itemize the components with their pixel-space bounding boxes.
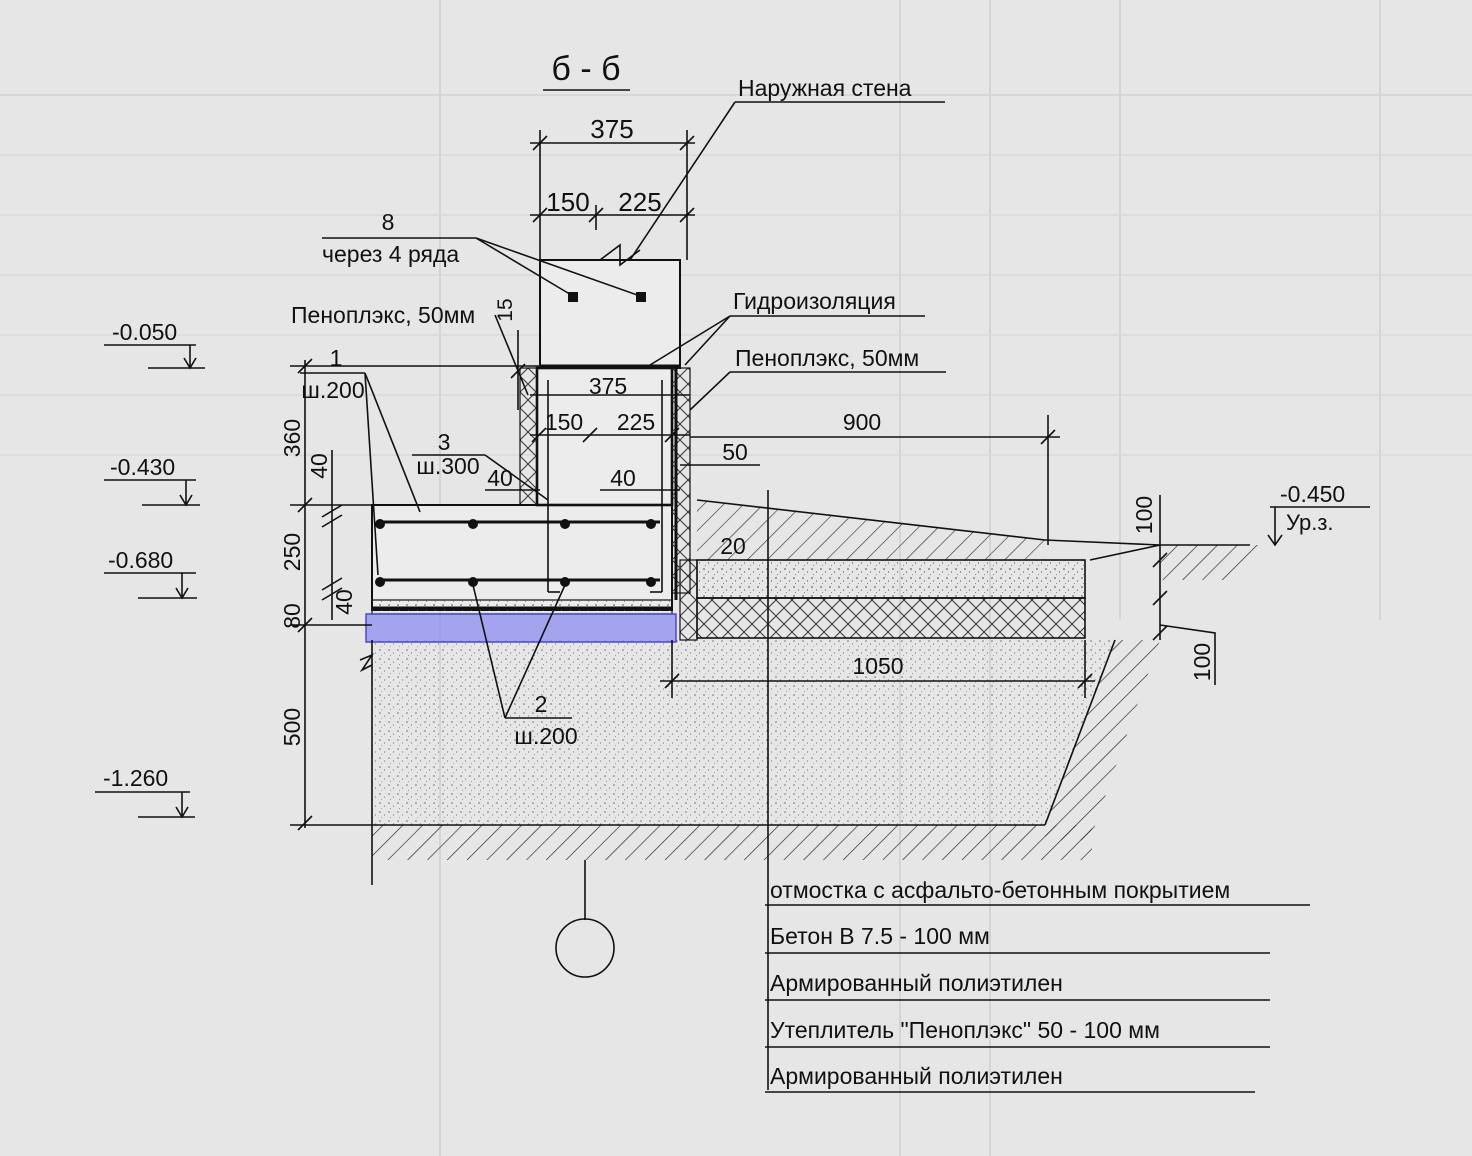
dim-v-250: 250 <box>279 533 305 571</box>
dim-v-80: 80 <box>279 603 305 629</box>
foundation <box>359 243 769 1090</box>
dim-base-part-a: 150 <box>545 409 583 435</box>
elevation-marks: -0.050 -0.430 -0.680 -1.260 -0. <box>95 319 1370 819</box>
dim-wall-part-b: 225 <box>618 187 661 217</box>
section-title-group: б - б <box>543 50 630 91</box>
right-labels: Гидроизоляция Пеноплэкс, 50мм <box>649 288 946 411</box>
legend-item-3: Армированный полиэтилен <box>770 970 1063 996</box>
elevation-mark-1: -0.050 <box>104 319 205 370</box>
label-bar3-step: ш.300 <box>416 453 479 479</box>
label-bar2-num: 2 <box>535 691 548 717</box>
elevation-mark-3: -0.680 <box>104 547 197 600</box>
dim-v-360: 360 <box>279 419 305 457</box>
dim-wall-part-a: 150 <box>546 187 589 217</box>
dim-v-40-bottom: 40 <box>331 589 357 615</box>
dim-slab-100-bottom: 100 <box>1189 643 1215 681</box>
elevation-ground: -0.450 <box>1280 481 1345 507</box>
dim-v-500: 500 <box>279 708 305 746</box>
label-bar3-num: 3 <box>438 429 451 455</box>
label-every-4-rows: через 4 ряда <box>322 241 459 267</box>
elevation-mark-2: -0.430 <box>104 454 200 507</box>
dim-gap-50: 50 <box>722 439 748 465</box>
axis-marker-circle <box>555 918 615 978</box>
layer-legend: отмостка с асфальто-бетонным покрытием Б… <box>765 877 1310 1093</box>
legend-item-2: Бетон В 7.5 - 100 мм <box>770 923 990 949</box>
label-waterproofing: Гидроизоляция <box>733 288 896 314</box>
dim-cover-left: 40 <box>487 465 513 491</box>
label-rebar-8: 8 <box>382 209 395 235</box>
dim-gap-20: 20 <box>720 533 746 559</box>
blind-area-layers <box>679 559 1086 641</box>
dim-v-15: 15 <box>494 298 517 321</box>
dim-width-1050: 1050 <box>852 653 903 679</box>
label-bar2-step: ш.200 <box>514 723 577 749</box>
left-vertical-dimensions: 360 250 80 500 40 40 15 <box>279 298 540 831</box>
highlighted-insulation-layer <box>365 613 677 643</box>
dim-cover-right: 40 <box>610 465 636 491</box>
legend-item-5: Армированный полиэтилен <box>770 1063 1063 1089</box>
label-penoplex-right: Пеноплэкс, 50мм <box>735 345 919 371</box>
legend-item-4: Утеплитель "Пеноплэкс" 50 - 100 мм <box>770 1017 1160 1043</box>
dim-v-40-top: 40 <box>306 453 332 479</box>
elevation-mark-ground: -0.450 Ур.з. <box>1267 481 1370 547</box>
label-bar1-step: ш.200 <box>301 377 364 403</box>
label-ground-level: Ур.з. <box>1286 510 1334 535</box>
dim-base-part-b: 225 <box>617 409 655 435</box>
elevation-e4: -1.260 <box>103 765 168 791</box>
label-penoplex-left: Пеноплэкс, 50мм <box>291 302 475 328</box>
top-dimensions: 375 150 225 Наружная стена <box>530 75 945 261</box>
left-labels: 8 через 4 ряда Пеноплэкс, 50мм 1 ш.200 3… <box>291 209 641 749</box>
label-outer-wall: Наружная стена <box>738 75 912 101</box>
dim-slab-100-top: 100 <box>1131 496 1157 534</box>
elevation-e3: -0.680 <box>108 547 173 573</box>
dim-wall-total: 375 <box>590 114 633 144</box>
elevation-e2: -0.430 <box>110 454 175 480</box>
soil <box>372 499 1270 860</box>
dim-base-total: 375 <box>589 373 627 399</box>
base-dimensions: 375 150 225 40 40 50 900 20 1050 100 100 <box>485 373 1216 698</box>
elevation-e1: -0.050 <box>112 319 177 345</box>
elevation-mark-4: -1.260 <box>95 765 195 819</box>
legend-item-1: отмостка с асфальто-бетонным покрытием <box>770 877 1230 903</box>
section-title: б - б <box>551 50 620 88</box>
label-bar1-num: 1 <box>330 345 343 371</box>
dim-blind-area: 900 <box>843 409 881 435</box>
